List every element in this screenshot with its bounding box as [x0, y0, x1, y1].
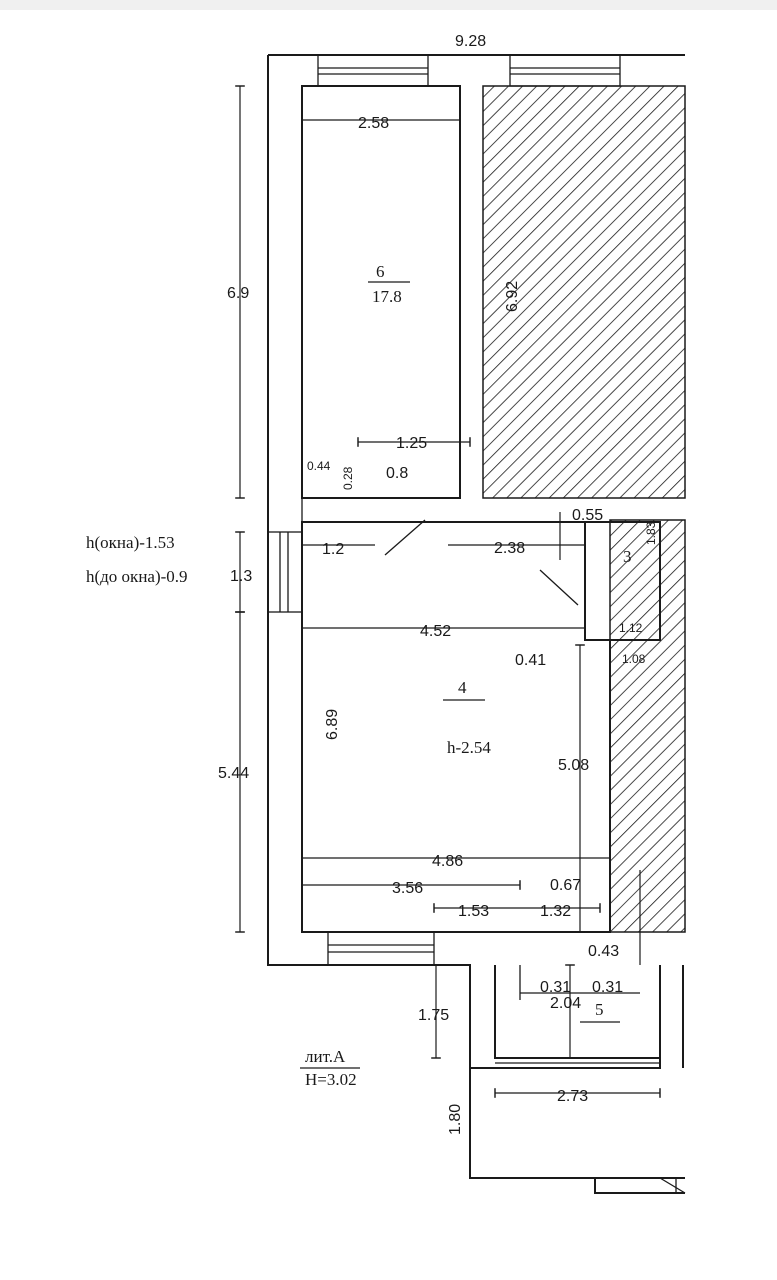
hatched-area-upper	[482, 85, 686, 499]
room6-number: 6	[376, 262, 385, 281]
dim-room4-door-right: 2.38	[494, 540, 525, 557]
dim-bottom-seg2: 1.53	[458, 903, 489, 920]
dim-overall-width: 9.28	[455, 33, 486, 50]
dim-room5-depth: 2.04	[550, 995, 581, 1012]
dim-room5-width: 2.73	[557, 1088, 588, 1105]
dim-porch-depth: 1.75	[418, 1007, 449, 1024]
top-strip	[0, 0, 777, 10]
dim-room3-height: 1.83	[644, 521, 658, 545]
dim-room3-depth: 1.08	[622, 652, 646, 666]
dim-door-leaf: 0.8	[386, 465, 408, 482]
notes: h(окна)-1.53 h(до окна)-0.9 лит.А H=3.02	[86, 533, 357, 1089]
dim-room4-width-top: 4.52	[420, 623, 451, 640]
dim-room3-offset: 0.55	[572, 507, 603, 524]
building-letter: лит.А	[305, 1047, 346, 1066]
window-height-note: h(окна)-1.53	[86, 533, 175, 552]
dim-room4-door-left: 1.2	[322, 541, 344, 558]
dim-bottom-seg3: 1.32	[540, 903, 571, 920]
dim-bottom-seg7: 0.31	[592, 979, 623, 996]
room3-number: 3	[623, 547, 632, 566]
building-height: H=3.02	[305, 1070, 357, 1089]
dim-door-opening: 1.25	[396, 435, 427, 452]
dim-outer-left-lower: 5.44	[218, 765, 249, 782]
room6-area: 17.8	[372, 287, 402, 306]
dim-room3-width: 1.12	[619, 621, 643, 635]
dim-window-height: 1.3	[230, 568, 252, 585]
dim-small-b: 0.28	[341, 466, 355, 490]
dim-bottom-seg5: 0.43	[588, 943, 619, 960]
dimension-labels: 9.28 2.58 6.9 6.92 1.25 0.8 0.44 0.28 1.…	[218, 33, 658, 1135]
dim-bottom-seg4: 0.67	[550, 877, 581, 894]
room5-number: 5	[595, 1000, 604, 1019]
dim-small-a: 0.44	[307, 459, 331, 473]
dimension-lines	[235, 85, 661, 1098]
dim-room4-side: 5.08	[558, 757, 589, 774]
dim-stair-depth: 1.80	[447, 1104, 464, 1135]
dim-bottom-seg6: 0.31	[540, 979, 571, 996]
room-labels: 6 17.8 4 h-2.54 3 5	[368, 262, 632, 1023]
dim-bottom-seg1: 3.56	[392, 880, 423, 897]
dim-room4-width-bottom: 4.86	[432, 853, 463, 870]
dim-hatched-length: 6.92	[504, 281, 521, 312]
room4-height: h-2.54	[447, 738, 491, 757]
room4-number: 4	[458, 678, 467, 697]
windows	[267, 54, 660, 1064]
dim-room4-step: 0.41	[515, 652, 546, 669]
dim-room6-length: 6.9	[227, 285, 249, 302]
door-swings	[301, 498, 579, 1000]
hatched-area-lower	[609, 519, 686, 933]
dim-room4-length: 6.89	[324, 709, 341, 740]
window-sill-note: h(до окна)-0.9	[86, 567, 188, 586]
dim-room6-width: 2.58	[358, 115, 389, 132]
